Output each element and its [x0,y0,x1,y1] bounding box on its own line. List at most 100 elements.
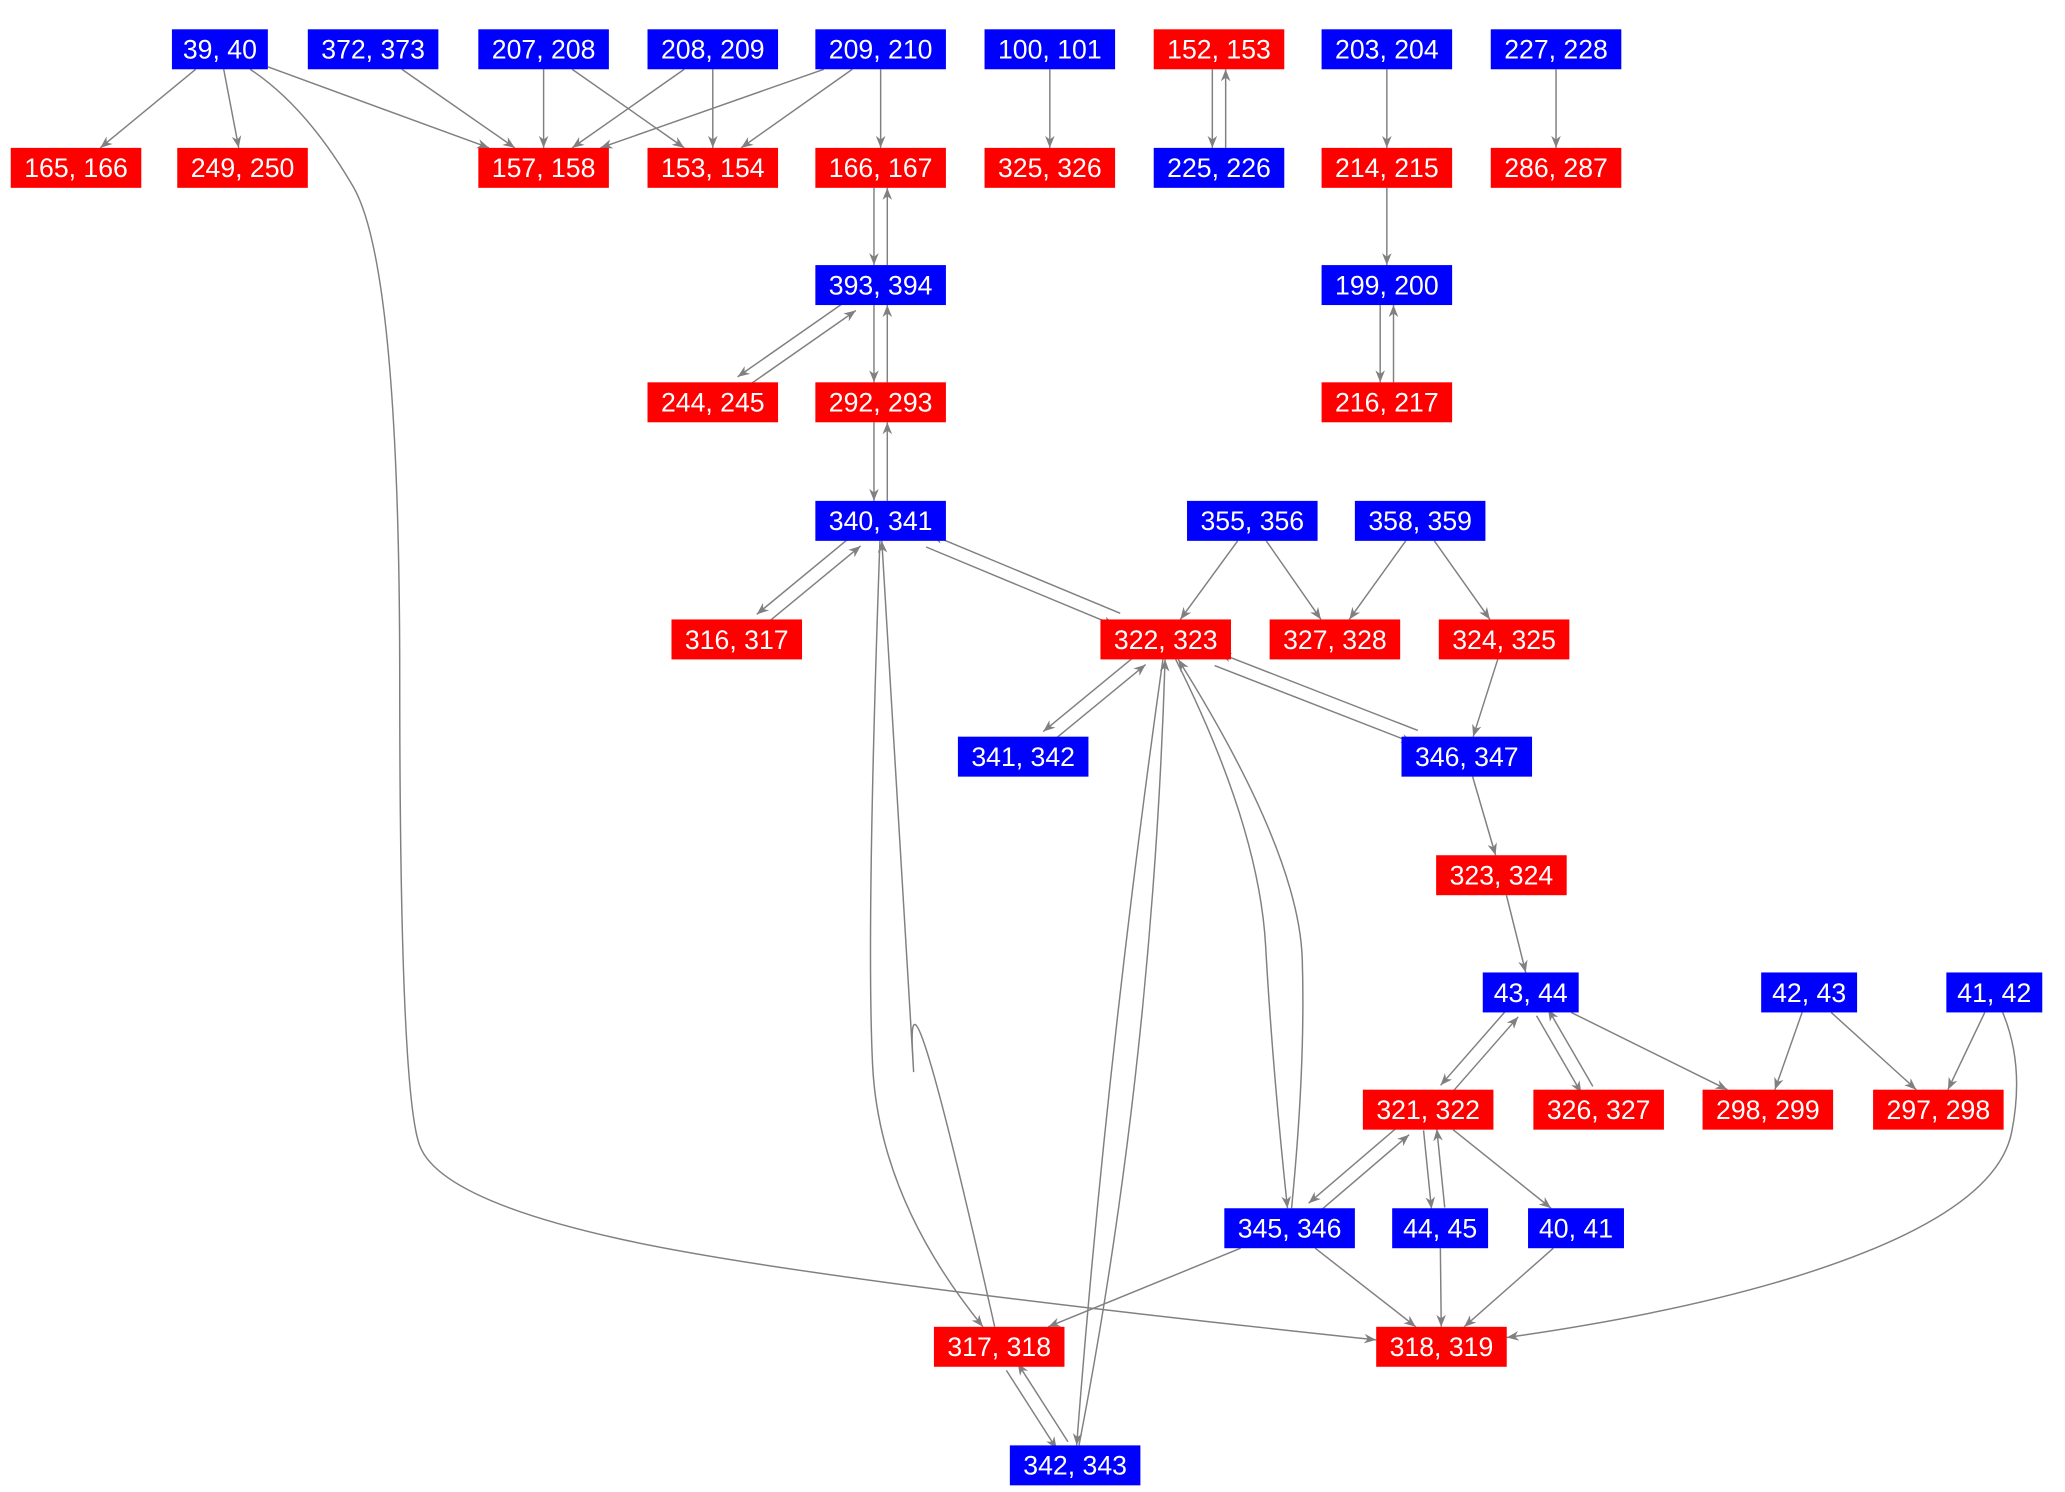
node-box [933,1326,1065,1367]
node-345-346[interactable]: 345, 346 [1224,1208,1355,1249]
node-label: 325, 326 [998,153,1102,183]
edge-321-322-to-44-45 [1422,1130,1436,1209]
edge-43-44-to-321-322 [1440,1007,1509,1086]
node-216-217[interactable]: 216, 217 [1321,382,1453,423]
edge-345-346-to-321-322 [1316,1134,1410,1214]
node-box [815,265,946,306]
edge-345-346-to-317-318 [1047,1247,1241,1328]
node-165-166[interactable]: 165, 166 [10,147,142,188]
node-label: 208, 209 [661,35,765,65]
node-box [1376,1326,1507,1367]
edge-326-327-to-43-44 [1547,1008,1594,1087]
node-label: 39, 40 [183,35,257,65]
node-298-299[interactable]: 298, 299 [1702,1089,1834,1130]
node-157-158[interactable]: 157, 158 [478,147,609,188]
node-box [1490,29,1622,70]
node-393-394[interactable]: 393, 394 [815,265,946,306]
node-label: 342, 343 [1023,1451,1127,1481]
node-label: 298, 299 [1716,1095,1820,1125]
node-358-359[interactable]: 358, 359 [1354,500,1486,541]
node-box [1528,1208,1624,1249]
node-244-245[interactable]: 244, 245 [647,382,779,423]
node-321-322[interactable]: 321, 322 [1362,1089,1494,1130]
node-43-44[interactable]: 43, 44 [1482,972,1579,1013]
node-292-293[interactable]: 292, 293 [815,382,946,423]
node-317-318[interactable]: 317, 318 [933,1326,1065,1367]
node-318-319[interactable]: 318, 319 [1376,1326,1507,1367]
node-box [1362,1089,1494,1130]
node-label: 165, 166 [24,153,128,183]
node-153-154[interactable]: 153, 154 [647,147,779,188]
node-355-356[interactable]: 355, 356 [1187,500,1318,541]
edge-44-45-to-318-319 [1436,1248,1446,1327]
node-box [478,147,609,188]
node-box [1321,265,1453,306]
node-249-250[interactable]: 249, 250 [177,147,308,188]
node-225-226[interactable]: 225, 226 [1153,147,1285,188]
edge-322-323-to-340-341 [930,534,1121,614]
edge-209-210-to-153-154 [740,68,853,149]
node-316-317[interactable]: 316, 317 [671,619,803,660]
node-box [1187,500,1318,541]
node-323-324[interactable]: 323, 324 [1436,855,1567,896]
node-box [1100,619,1231,660]
node-152-153[interactable]: 152, 153 [1153,29,1285,70]
node-39-40[interactable]: 39, 40 [171,29,268,70]
node-203-204[interactable]: 203, 204 [1321,29,1453,70]
edge-42-43-to-297-298 [1830,1011,1917,1091]
node-box [1009,1445,1141,1486]
node-label: 40, 41 [1539,1214,1613,1244]
node-box [478,29,609,70]
node-40-41[interactable]: 40, 41 [1528,1208,1624,1249]
edge-341-342-to-322-323 [1051,663,1147,743]
node-label: 157, 158 [492,153,596,183]
node-box [1354,500,1486,541]
edge-40-41-to-318-319 [1463,1247,1554,1328]
node-166-167[interactable]: 166, 167 [815,147,946,188]
node-326-327[interactable]: 326, 327 [1533,1089,1664,1130]
node-label: 341, 342 [971,742,1075,772]
node-box [671,619,803,660]
node-label: 209, 210 [829,35,933,65]
node-297-298[interactable]: 297, 298 [1873,1089,2004,1130]
node-box [1321,147,1453,188]
node-42-43[interactable]: 42, 43 [1761,972,1858,1013]
node-label: 227, 228 [1504,35,1608,65]
node-341-342[interactable]: 341, 342 [957,736,1089,777]
node-box [815,147,946,188]
node-41-42[interactable]: 41, 42 [1946,972,2043,1013]
edge-358-359-to-324-325 [1433,540,1491,620]
node-324-325[interactable]: 324, 325 [1438,619,1570,660]
node-box [1761,972,1858,1013]
node-label: 326, 327 [1547,1095,1651,1125]
node-box [1153,29,1285,70]
node-208-209[interactable]: 208, 209 [647,29,779,70]
node-label: 43, 44 [1494,978,1568,1008]
edge-42-43-to-298-299 [1774,1012,1803,1090]
edge-346-347-to-322-323 [1219,652,1419,732]
node-209-210[interactable]: 209, 210 [815,29,946,70]
node-44-45[interactable]: 44, 45 [1392,1208,1489,1249]
node-286-287[interactable]: 286, 287 [1490,147,1622,188]
node-325-326[interactable]: 325, 326 [984,147,1116,188]
node-207-208[interactable]: 207, 208 [478,29,609,70]
node-227-228[interactable]: 227, 228 [1490,29,1622,70]
node-box [1436,855,1567,896]
node-label: 393, 394 [829,270,933,300]
edge-44-45-to-321-322 [1433,1128,1446,1208]
node-340-341[interactable]: 340, 341 [815,500,946,541]
node-342-343[interactable]: 342, 343 [1009,1445,1141,1486]
node-372-373[interactable]: 372, 373 [307,29,439,70]
node-label: 214, 215 [1335,153,1439,183]
node-327-328[interactable]: 327, 328 [1269,619,1401,660]
edge-322-323-to-341-342 [1042,653,1138,733]
node-346-347[interactable]: 346, 347 [1401,736,1533,777]
node-199-200[interactable]: 199, 200 [1321,265,1453,306]
node-100-101[interactable]: 100, 101 [984,29,1116,70]
node-322-323[interactable]: 322, 323 [1100,619,1231,660]
node-box [1321,382,1453,423]
node-label: 166, 167 [829,153,933,183]
node-214-215[interactable]: 214, 215 [1321,147,1453,188]
edge-43-44-to-298-299 [1570,1011,1728,1091]
